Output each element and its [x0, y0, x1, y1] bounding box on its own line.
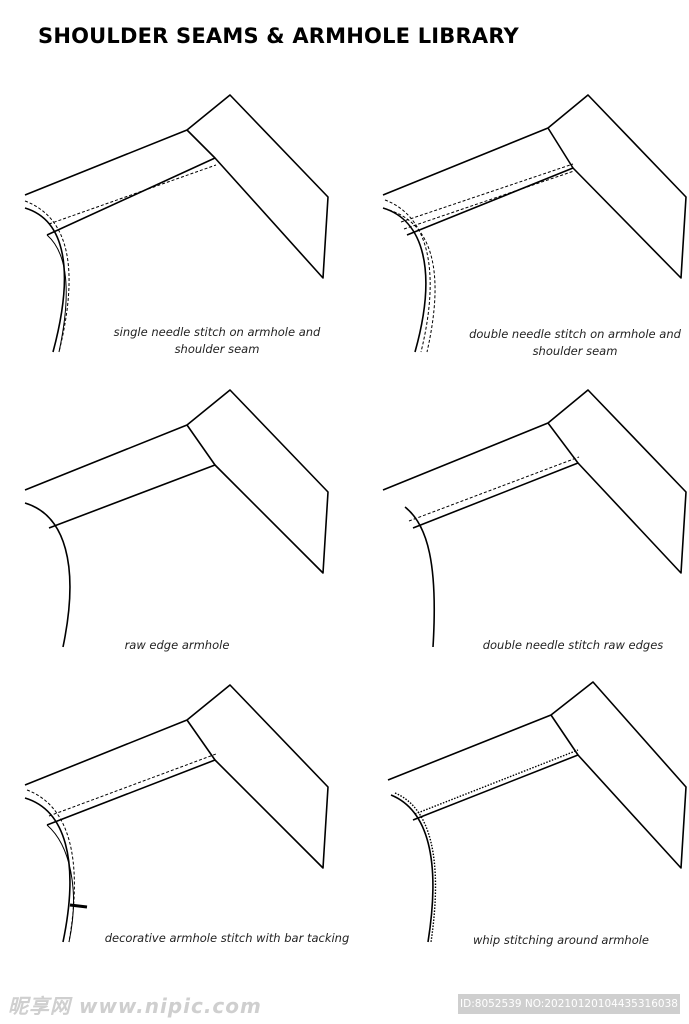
- watermark-logo: 昵享网 www.nipic.com: [8, 994, 262, 1018]
- caption-line: shoulder seam: [532, 344, 618, 358]
- illustration-single-needle: single needle stitch on armhole and shou…: [24, 90, 355, 390]
- double-raw-drawing: [382, 389, 687, 648]
- caption-line: shoulder seam: [174, 342, 260, 356]
- caption-double-raw: double needle stitch raw edges: [443, 637, 689, 654]
- bar-tack-mark: [69, 903, 88, 909]
- whip-drawing: [387, 681, 687, 943]
- caption-raw-edge: raw edge armhole: [47, 637, 307, 654]
- watermark-id: ID:8052539 NO:20210120104435316038: [458, 994, 680, 1014]
- caption-line: double needle stitch on armhole and: [469, 327, 681, 341]
- caption-line: raw edge armhole: [124, 638, 230, 652]
- single-needle-drawing: [24, 94, 329, 353]
- illustration-double-raw: double needle stitch raw edges: [382, 385, 689, 685]
- caption-line: decorative armhole stitch with bar tacki…: [104, 931, 350, 945]
- caption-bar-tack: decorative armhole stitch with bar tacki…: [97, 930, 357, 947]
- bar-tack-drawing: [24, 684, 329, 943]
- illustration-double-needle: double needle stitch on armhole and shou…: [382, 90, 689, 390]
- caption-single-needle: single needle stitch on armhole and shou…: [87, 324, 347, 358]
- caption-line: single needle stitch on armhole and: [113, 325, 321, 339]
- caption-whip: whip stitching around armhole: [431, 932, 689, 949]
- raw-edge-drawing: [24, 389, 329, 648]
- page-title: SHOULDER SEAMS & ARMHOLE LIBRARY: [38, 24, 519, 48]
- double-needle-drawing: [382, 94, 687, 353]
- illustration-bar-tack: decorative armhole stitch with bar tacki…: [24, 680, 357, 980]
- illustration-raw-edge: raw edge armhole: [24, 385, 355, 685]
- caption-double-needle: double needle stitch on armhole and shou…: [445, 326, 689, 360]
- illustration-whip: whip stitching around armhole: [383, 680, 689, 980]
- caption-line: double needle stitch raw edges: [482, 638, 664, 652]
- caption-line: whip stitching around armhole: [472, 933, 649, 947]
